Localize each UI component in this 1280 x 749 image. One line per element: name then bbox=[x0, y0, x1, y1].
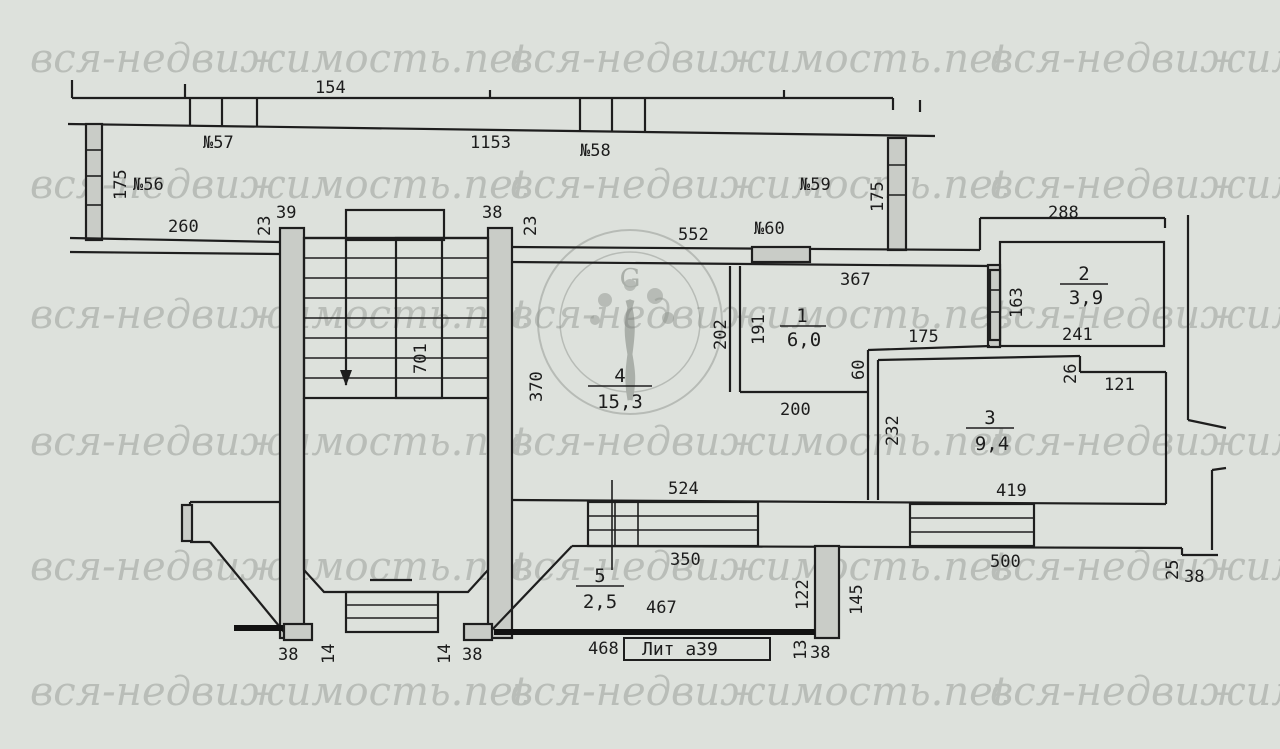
room-5: 5 2,5 bbox=[576, 565, 624, 613]
dim-38-bottom-mid: 38 bbox=[462, 645, 482, 665]
dim-524: 524 bbox=[668, 479, 699, 499]
watermark-text: вся-недвижимость.net bbox=[30, 162, 530, 208]
dim-232: 232 bbox=[883, 415, 903, 446]
watermark-text: вся-недвижимость.net bbox=[30, 669, 530, 715]
dim-200: 200 bbox=[780, 400, 811, 420]
room-area: 3,9 bbox=[1069, 287, 1103, 309]
dim-38-bottom-left: 38 bbox=[278, 645, 298, 665]
watermark-text: вся-недвижимость.net bbox=[30, 36, 530, 82]
dim-60: 60 bbox=[849, 360, 869, 380]
dim-467: 467 bbox=[646, 598, 677, 618]
dim-288: 288 bbox=[1048, 203, 1079, 223]
room-area: 2,5 bbox=[583, 591, 617, 613]
room-number: 1 bbox=[796, 305, 807, 327]
dim-14-left: 14 bbox=[319, 644, 339, 664]
watermark-text: вся-недвижимость.net bbox=[990, 544, 1280, 590]
label-apt-60: №60 bbox=[754, 219, 785, 239]
dim-14-right: 14 bbox=[435, 644, 455, 664]
dim-122: 122 bbox=[793, 579, 813, 610]
room-area: 15,3 bbox=[597, 391, 643, 413]
dim-23-left: 23 bbox=[255, 216, 275, 236]
watermark-text: вся-недвижимость.net bbox=[510, 292, 1010, 338]
top-corridor bbox=[67, 80, 936, 256]
room-labels: 1 6,0 2 3,9 3 9,4 4 15,3 5 2,5 bbox=[576, 263, 1108, 613]
label-apt-57: №57 bbox=[203, 133, 234, 153]
watermark-text: вся-недвижимость.net bbox=[510, 669, 1010, 715]
dim-163: 163 bbox=[1007, 287, 1027, 318]
dim-350: 350 bbox=[670, 550, 701, 570]
agency-logo: G bbox=[537, 229, 723, 415]
room-3: 3 9,4 bbox=[966, 407, 1014, 455]
watermark-text: вся-недвижимость.net bbox=[990, 419, 1280, 465]
room-2: 2 3,9 bbox=[1060, 263, 1108, 309]
dim-13: 13 bbox=[791, 640, 811, 660]
label-apt-58: №58 bbox=[580, 141, 611, 161]
dim-241: 241 bbox=[1062, 325, 1093, 345]
dim-38-bottom-right: 38 bbox=[810, 643, 830, 663]
dim-25: 25 bbox=[1163, 560, 1183, 580]
dim-500: 500 bbox=[990, 552, 1021, 572]
watermark-text: вся-недвижимость.net bbox=[990, 669, 1280, 715]
dim-419: 419 bbox=[996, 481, 1027, 501]
dim-175-right: 175 bbox=[868, 181, 888, 212]
dim-39-left: 39 bbox=[276, 203, 296, 223]
dim-260: 260 bbox=[168, 217, 199, 237]
dimension-labels: 154 №57 1153 №58 №56 175 №59 175 260 23 … bbox=[111, 78, 1204, 665]
dim-468: 468 bbox=[588, 639, 619, 659]
room-number: 4 bbox=[614, 365, 625, 387]
room-number: 5 bbox=[594, 565, 605, 587]
dim-38-right: 38 bbox=[1184, 567, 1204, 587]
watermark-text: вся-недвижимость.net bbox=[990, 292, 1280, 338]
dim-23-mid: 23 bbox=[521, 216, 541, 236]
dim-552: 552 bbox=[678, 225, 709, 245]
dim-121: 121 bbox=[1104, 375, 1135, 395]
dim-367: 367 bbox=[840, 270, 871, 290]
dim-38-top: 38 bbox=[482, 203, 502, 223]
label-apt-59: №59 bbox=[800, 175, 831, 195]
dim-370: 370 bbox=[527, 371, 547, 402]
room-number: 2 bbox=[1078, 263, 1089, 285]
watermark-text: вся-недвижимость.net bbox=[990, 162, 1280, 208]
dim-701: 701 bbox=[411, 343, 431, 374]
watermark-text: вся-недвижимость.net bbox=[510, 419, 1010, 465]
watermark-text: вся-недвижимость.net bbox=[990, 36, 1280, 82]
dim-175-mid: 175 bbox=[908, 327, 939, 347]
dim-191: 191 bbox=[749, 314, 769, 345]
staircase bbox=[302, 208, 490, 634]
dim-26: 26 bbox=[1061, 364, 1081, 384]
room-area: 6,0 bbox=[787, 329, 821, 351]
dim-175-left: 175 bbox=[111, 169, 131, 200]
watermark-text: вся-недвижимость.net bbox=[510, 162, 1010, 208]
watermark-text: вся-недвижимость.net bbox=[510, 36, 1010, 82]
dim-145: 145 bbox=[847, 584, 867, 615]
room-area: 9,4 bbox=[975, 433, 1009, 455]
lit-label: Лит а39 bbox=[642, 639, 718, 660]
dim-1153: 1153 bbox=[470, 133, 511, 153]
watermark-text: вся-недвижимость.net bbox=[510, 544, 1010, 590]
dim-top-154: 154 bbox=[315, 78, 346, 98]
dim-202: 202 bbox=[711, 319, 731, 350]
label-apt-56: №56 bbox=[133, 175, 164, 195]
room-number: 3 bbox=[984, 407, 995, 429]
room-1: 1 6,0 bbox=[780, 305, 826, 351]
logo-letter: G bbox=[620, 264, 641, 294]
room-4: 4 15,3 bbox=[588, 365, 652, 413]
